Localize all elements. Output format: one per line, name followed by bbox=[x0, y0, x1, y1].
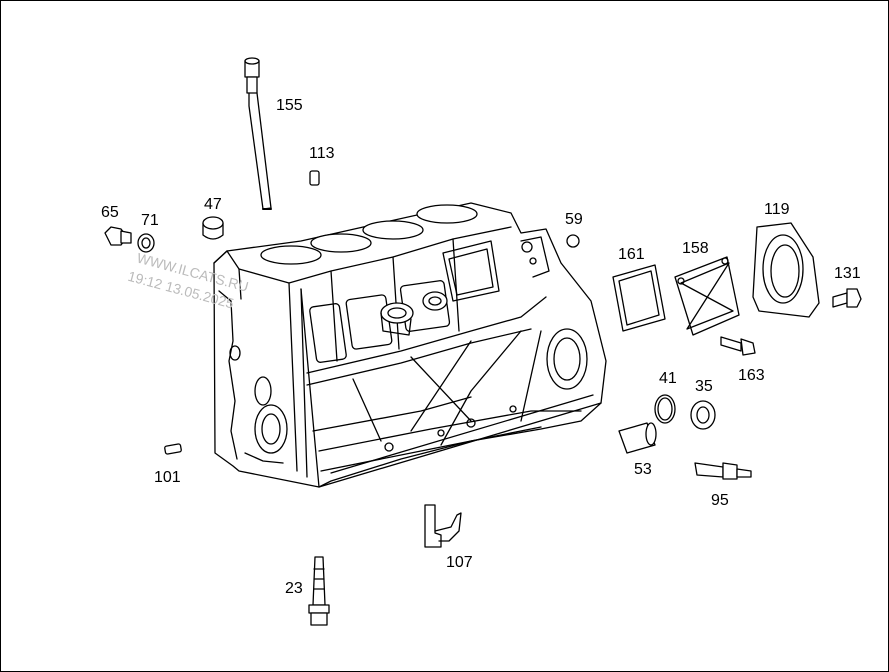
label-161[interactable]: 161 bbox=[618, 246, 645, 263]
part-59-ball[interactable] bbox=[566, 234, 580, 248]
label-155[interactable]: 155 bbox=[276, 97, 303, 114]
engine-block[interactable] bbox=[213, 202, 607, 488]
part-53-bushing[interactable] bbox=[618, 422, 657, 454]
part-119-seal-carrier[interactable] bbox=[752, 222, 820, 318]
part-131-bolt[interactable] bbox=[832, 288, 862, 308]
label-107[interactable]: 107 bbox=[446, 554, 473, 571]
label-47[interactable]: 47 bbox=[204, 196, 222, 213]
label-35[interactable]: 35 bbox=[695, 378, 713, 395]
part-161-gasket[interactable] bbox=[612, 264, 666, 332]
part-41-o-ring[interactable] bbox=[654, 394, 676, 424]
label-59[interactable]: 59 bbox=[565, 211, 583, 228]
part-101-pin[interactable] bbox=[164, 443, 182, 455]
label-23[interactable]: 23 bbox=[285, 580, 303, 597]
label-113[interactable]: 113 bbox=[309, 145, 335, 162]
label-101[interactable]: 101 bbox=[154, 469, 181, 486]
label-131[interactable]: 131 bbox=[834, 265, 861, 282]
label-65[interactable]: 65 bbox=[101, 204, 119, 221]
label-53[interactable]: 53 bbox=[634, 461, 652, 478]
part-163-bolt[interactable] bbox=[720, 336, 756, 356]
part-35-seal[interactable] bbox=[690, 400, 716, 430]
part-71-seal-ring[interactable] bbox=[137, 233, 155, 253]
part-107-oil-nozzle[interactable] bbox=[424, 504, 462, 548]
part-95-sensor[interactable] bbox=[694, 462, 752, 480]
label-163[interactable]: 163 bbox=[738, 367, 765, 384]
label-119[interactable]: 119 bbox=[764, 201, 790, 218]
part-113-dowel-pin[interactable] bbox=[309, 170, 320, 186]
label-41[interactable]: 41 bbox=[659, 370, 677, 387]
part-23-bolt[interactable] bbox=[308, 556, 330, 626]
label-95[interactable]: 95 bbox=[711, 492, 729, 509]
label-71[interactable]: 71 bbox=[141, 212, 159, 229]
label-158[interactable]: 158 bbox=[682, 240, 709, 257]
part-158-cover[interactable] bbox=[674, 256, 740, 336]
part-65-screw-plug[interactable] bbox=[104, 226, 132, 246]
part-47-core-plug[interactable] bbox=[202, 216, 224, 240]
part-155-head-bolt[interactable] bbox=[244, 57, 272, 210]
